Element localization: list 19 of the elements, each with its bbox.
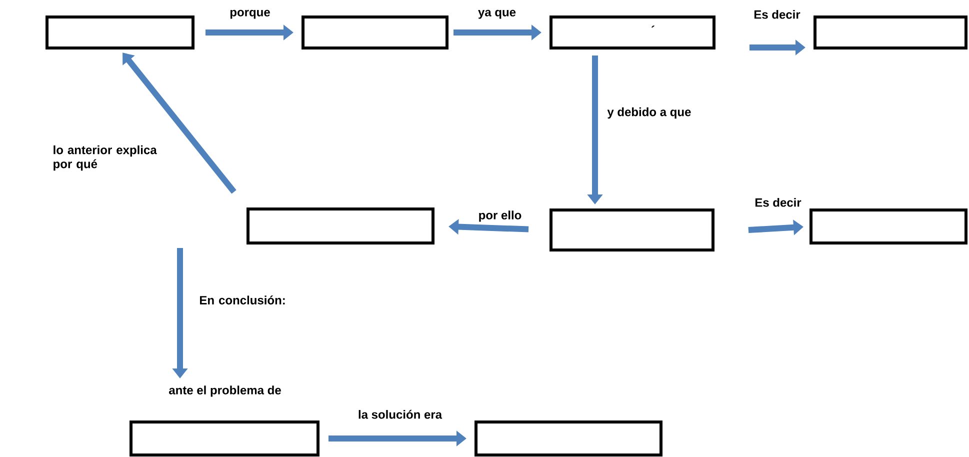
- edge-label: En conclusión:: [200, 296, 285, 304]
- empty-box: ´: [550, 16, 716, 50]
- empty-box: [814, 16, 968, 50]
- edge-label: Es decir: [754, 10, 800, 19]
- empty-box: [550, 208, 714, 252]
- node-label: ante el problema de: [169, 386, 281, 397]
- edge-label: y debido a que: [607, 107, 691, 119]
- empty-box: [474, 420, 662, 456]
- empty-box: ante el problema de: [130, 386, 320, 456]
- edge-label: porque: [230, 10, 270, 19]
- edge-label: lo anterior explica por qué: [54, 145, 157, 171]
- edge-label: la solución era: [358, 410, 442, 419]
- edge-label: ya que: [478, 10, 516, 19]
- edge-label: por ello: [479, 210, 522, 222]
- empty-box: [246, 208, 434, 244]
- empty-box: [810, 208, 968, 244]
- empty-box: [302, 16, 448, 50]
- empty-box: [46, 16, 194, 50]
- edge-label: Es decir: [755, 198, 802, 207]
